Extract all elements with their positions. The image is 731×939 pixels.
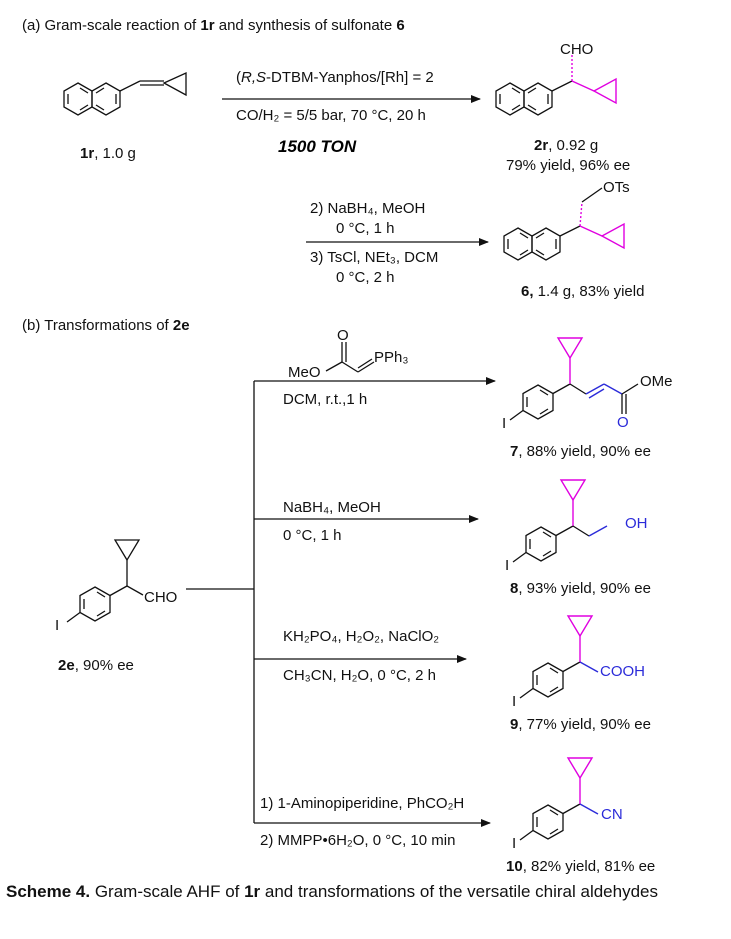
condition-catalyst: (R,S-DTBM-Yanphos/[Rh] = 2: [236, 69, 434, 86]
compound-2r-yield: 79% yield, 96% ee: [506, 157, 630, 174]
compound-2e-structure: [66, 539, 144, 623]
r4-line2: 2) MMPP•6H₂O, 0 °C, 10 min: [260, 832, 455, 849]
compound-6-structure: [503, 187, 625, 261]
compound-10-cn: CN: [601, 806, 623, 823]
compound-9-structure: [519, 615, 599, 699]
r3-line1: KH₂PO₄, H₂O₂, NaClO₂: [283, 628, 439, 645]
condition-gas: CO/H₂ = 5/5 bar, 70 °C, 20 h: [236, 107, 426, 124]
compound-7-structure: [509, 337, 639, 421]
step2-line2: 0 °C, 1 h: [336, 220, 395, 237]
compound-7-ome: OMe: [640, 373, 673, 390]
compound-10-structure: [519, 757, 599, 841]
step2-line4: 0 °C, 2 h: [336, 269, 395, 286]
r1-condition: DCM, r.t.,1 h: [283, 391, 367, 408]
compound-10-iodine: I: [512, 835, 516, 852]
caption-number: Scheme 4.: [6, 882, 91, 901]
step2-line3: 3) TsCl, NEt₃, DCM: [310, 249, 438, 266]
compound-2r-group: CHO: [560, 41, 593, 58]
wittig-reagent-pph3: PPh₃: [374, 349, 408, 366]
compound-8-label: 8, 93% yield, 90% ee: [510, 580, 651, 597]
compound-8-oh: OH: [625, 515, 648, 532]
scheme-caption: Scheme 4. Gram-scale AHF of 1r and trans…: [6, 882, 658, 901]
r3-line2: CH₃CN, H₂O, 0 °C, 2 h: [283, 667, 436, 684]
compound-2e-label: 2e, 90% ee: [58, 657, 134, 674]
compound-2r-label: 2r, 0.92 g: [534, 137, 598, 154]
step2-line1: 2) NaBH₄, MeOH: [310, 200, 425, 217]
section-b-title: (b) Transformations of 2e: [22, 317, 190, 334]
compound-10-label: 10, 82% yield, 81% ee: [506, 858, 655, 875]
compound-2e-iodine: I: [55, 617, 59, 634]
r4-line1: 1) 1-Aminopiperidine, PhCO₂H: [260, 795, 464, 812]
compound-7-o: O: [617, 414, 629, 431]
compound-8-structure: [512, 479, 608, 563]
compound-9-cooh: COOH: [600, 663, 645, 680]
compound-9-iodine: I: [512, 693, 516, 710]
wittig-reagent-structure: [325, 342, 375, 373]
r2-line2: 0 °C, 1 h: [283, 527, 342, 544]
compound-7-label: 7, 88% yield, 90% ee: [510, 443, 651, 460]
compound-2r-structure: [495, 55, 617, 116]
wittig-reagent-o: O: [337, 327, 349, 344]
compound-6-label: 6, 1.4 g, 83% yield: [521, 283, 644, 300]
compound-8-iodine: I: [505, 557, 509, 574]
compound-1r-structure: [63, 71, 187, 116]
compound-9-label: 9, 77% yield, 90% ee: [510, 716, 651, 733]
compound-2e-group: CHO: [144, 589, 177, 606]
r2-line1: NaBH₄, MeOH: [283, 499, 381, 516]
section-a-title: (a) Gram-scale reaction of 1r and synthe…: [22, 17, 405, 34]
compound-7-iodine: I: [502, 415, 506, 432]
wittig-reagent-meo: MeO: [288, 364, 321, 381]
compound-1r-label: 1r, 1.0 g: [80, 145, 136, 162]
ton-value: 1500 TON: [278, 137, 357, 156]
compound-6-group: OTs: [603, 179, 630, 196]
